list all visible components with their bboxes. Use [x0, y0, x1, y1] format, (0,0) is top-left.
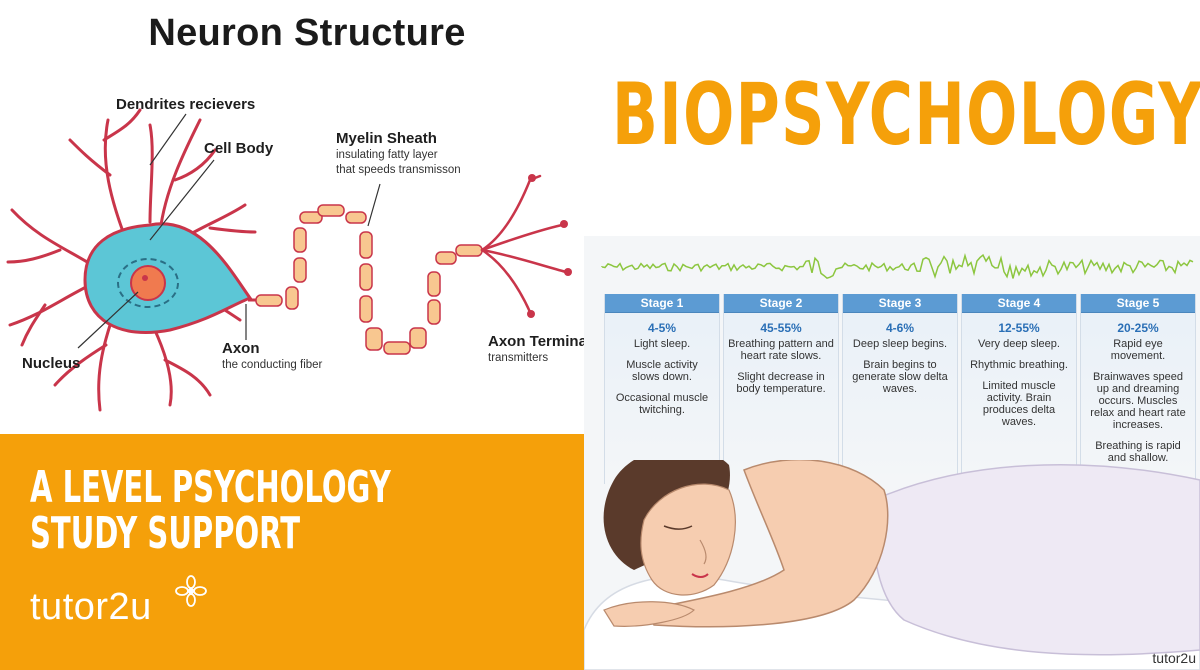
- face-shape: [640, 483, 736, 596]
- stage-note: Limited muscle activity. Brain produces …: [982, 380, 1056, 428]
- stage-description: Very deep sleep.: [978, 338, 1060, 350]
- stage-column: Stage 4 12-55% Very deep sleep. Rhythmic br…: [961, 294, 1077, 484]
- headline-panel: BIOPSYCHOLOGY: [584, 0, 1200, 236]
- stage-column: Stage 3 4-6% Deep sleep begins. Brain begin…: [842, 294, 958, 484]
- stage-note: Brain begins to generate slow delta wave…: [852, 359, 948, 395]
- blanket-shape: [872, 463, 1200, 656]
- stage-name: Stage 1: [605, 294, 719, 313]
- axon-label: Axon: [222, 340, 260, 357]
- stage-name: Stage 5: [1081, 294, 1195, 313]
- stage-name: Stage 2: [724, 294, 838, 313]
- stage-description: Light sleep.: [633, 338, 691, 350]
- dendrites-label: Dendrites recievers: [116, 96, 256, 113]
- stage-percent: 12-55%: [998, 321, 1040, 335]
- stage-name: Stage 4: [962, 294, 1076, 313]
- stage-column: Stage 2 45-55% Breathing pattern and heart…: [723, 294, 839, 484]
- support-line1: A LEVEL PSYCHOLOGY: [30, 462, 391, 513]
- axon-sub: the conducting fiber: [222, 359, 323, 371]
- support-line2: STUDY SUPPORT: [30, 508, 301, 559]
- biopsychology-title: BIOPSYCHOLOGY: [612, 65, 1200, 165]
- stage-description: Rapid eye movement.: [1110, 338, 1166, 362]
- stage-percent: 4-5%: [647, 321, 676, 335]
- stage-column: Stage 1 4-5% Light sleep. Muscle activity s…: [604, 294, 720, 484]
- axon-terminal-shape: [480, 174, 568, 314]
- myelin-sub2: that speeds transmisson: [336, 164, 461, 176]
- sleeping-woman-illustration: [584, 460, 1200, 670]
- stage-note: Occasional muscle twitching.: [615, 392, 709, 416]
- neuron-diagram-panel: Neuron Structure: [0, 0, 584, 434]
- myelin-sub1: insulating fatty layer: [336, 149, 438, 161]
- stage-note: Brainwaves speed up and dreaming occurs.…: [1090, 371, 1186, 431]
- stage-name: Stage 3: [843, 294, 957, 313]
- stage-description: Breathing pattern and heart rate slows.: [728, 338, 834, 362]
- stage-note: Rhythmic breathing.: [970, 359, 1068, 371]
- stage-description: Deep sleep begins.: [852, 338, 948, 350]
- stage-note: Breathing is rapid and shallow.: [1095, 440, 1181, 464]
- cell-body-shape: [83, 222, 253, 335]
- arm-shape: [642, 460, 889, 628]
- stage-note: Slight decrease in body temperature.: [736, 371, 826, 395]
- nucleus-shape: [130, 265, 166, 301]
- flower-icon: [175, 575, 207, 607]
- neuron-illustration: [6, 108, 572, 412]
- nucleus-ring: [117, 258, 179, 308]
- hand-shape: [603, 601, 696, 627]
- neuron-title: Neuron Structure: [148, 12, 466, 54]
- study-support-panel: A LEVEL PSYCHOLOGY STUDY SUPPORT tutor2u: [0, 434, 584, 670]
- sleep-tutor2u-logo: tutor2u: [1152, 650, 1196, 666]
- stage-percent: 4-6%: [885, 321, 914, 335]
- brainwave-line: [601, 252, 1194, 280]
- myelin-segments: [255, 204, 483, 355]
- nucleus-label: Nucleus: [22, 355, 81, 372]
- stage-column: Stage 5 20-25% Rapid eye movement. Brainwav…: [1080, 294, 1196, 484]
- stage-percent: 20-25%: [1117, 321, 1159, 335]
- cell-body-label: Cell Body: [204, 140, 274, 157]
- axon-terminal-sub: transmitters: [488, 352, 549, 364]
- tutor2u-logo: tutor2u: [30, 586, 152, 628]
- stage-note: Muscle activity slows down.: [626, 359, 698, 383]
- axon-terminal-label: Axon Termina: [488, 333, 584, 350]
- stage-percent: 45-55%: [760, 321, 802, 335]
- myelin-label: Myelin Sheath: [336, 130, 437, 147]
- sleep-stages-panel: Stage 1 4-5% Light sleep. Muscle activity s…: [584, 236, 1200, 670]
